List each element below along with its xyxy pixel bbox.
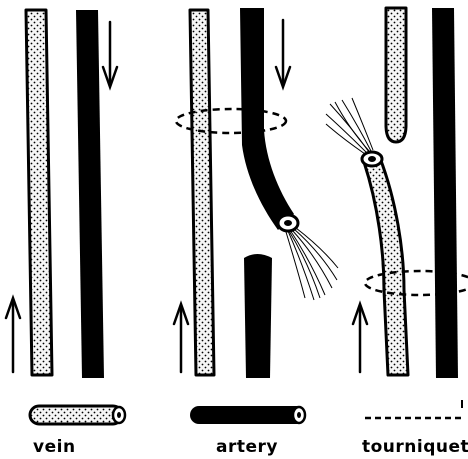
- vein-lower-severed: [364, 158, 408, 375]
- arrow-up-icon: [353, 304, 367, 372]
- legend-vein-symbol: [30, 406, 125, 424]
- legend-label-artery: artery: [216, 437, 278, 457]
- panel-venous-bleeding: [326, 8, 468, 378]
- panel-arterial-bleeding: [174, 8, 338, 378]
- artery-lower-stump: [244, 254, 272, 378]
- arrow-up-icon: [174, 304, 188, 372]
- legend-artery-symbol: [190, 406, 306, 424]
- vein-intact: [26, 10, 52, 375]
- blood-spurt-lines: [286, 228, 338, 300]
- panel-intact: [6, 10, 117, 378]
- artery-cut-lumen: [284, 220, 292, 226]
- legend-label-vein: vein: [33, 437, 76, 457]
- arrow-up-icon: [6, 298, 20, 372]
- blood-flow-lines: [326, 98, 373, 154]
- vein-upper-stump: [386, 8, 406, 142]
- arrow-down-icon: [103, 22, 117, 87]
- arrow-down-icon: [276, 20, 290, 87]
- artery-intact: [76, 10, 104, 378]
- vein-panel2: [190, 10, 214, 375]
- artery-panel3: [432, 8, 458, 378]
- legend: [30, 400, 464, 424]
- legend-label-tourniquet: tourniquet: [362, 437, 468, 457]
- vein-cut-lumen: [368, 156, 376, 162]
